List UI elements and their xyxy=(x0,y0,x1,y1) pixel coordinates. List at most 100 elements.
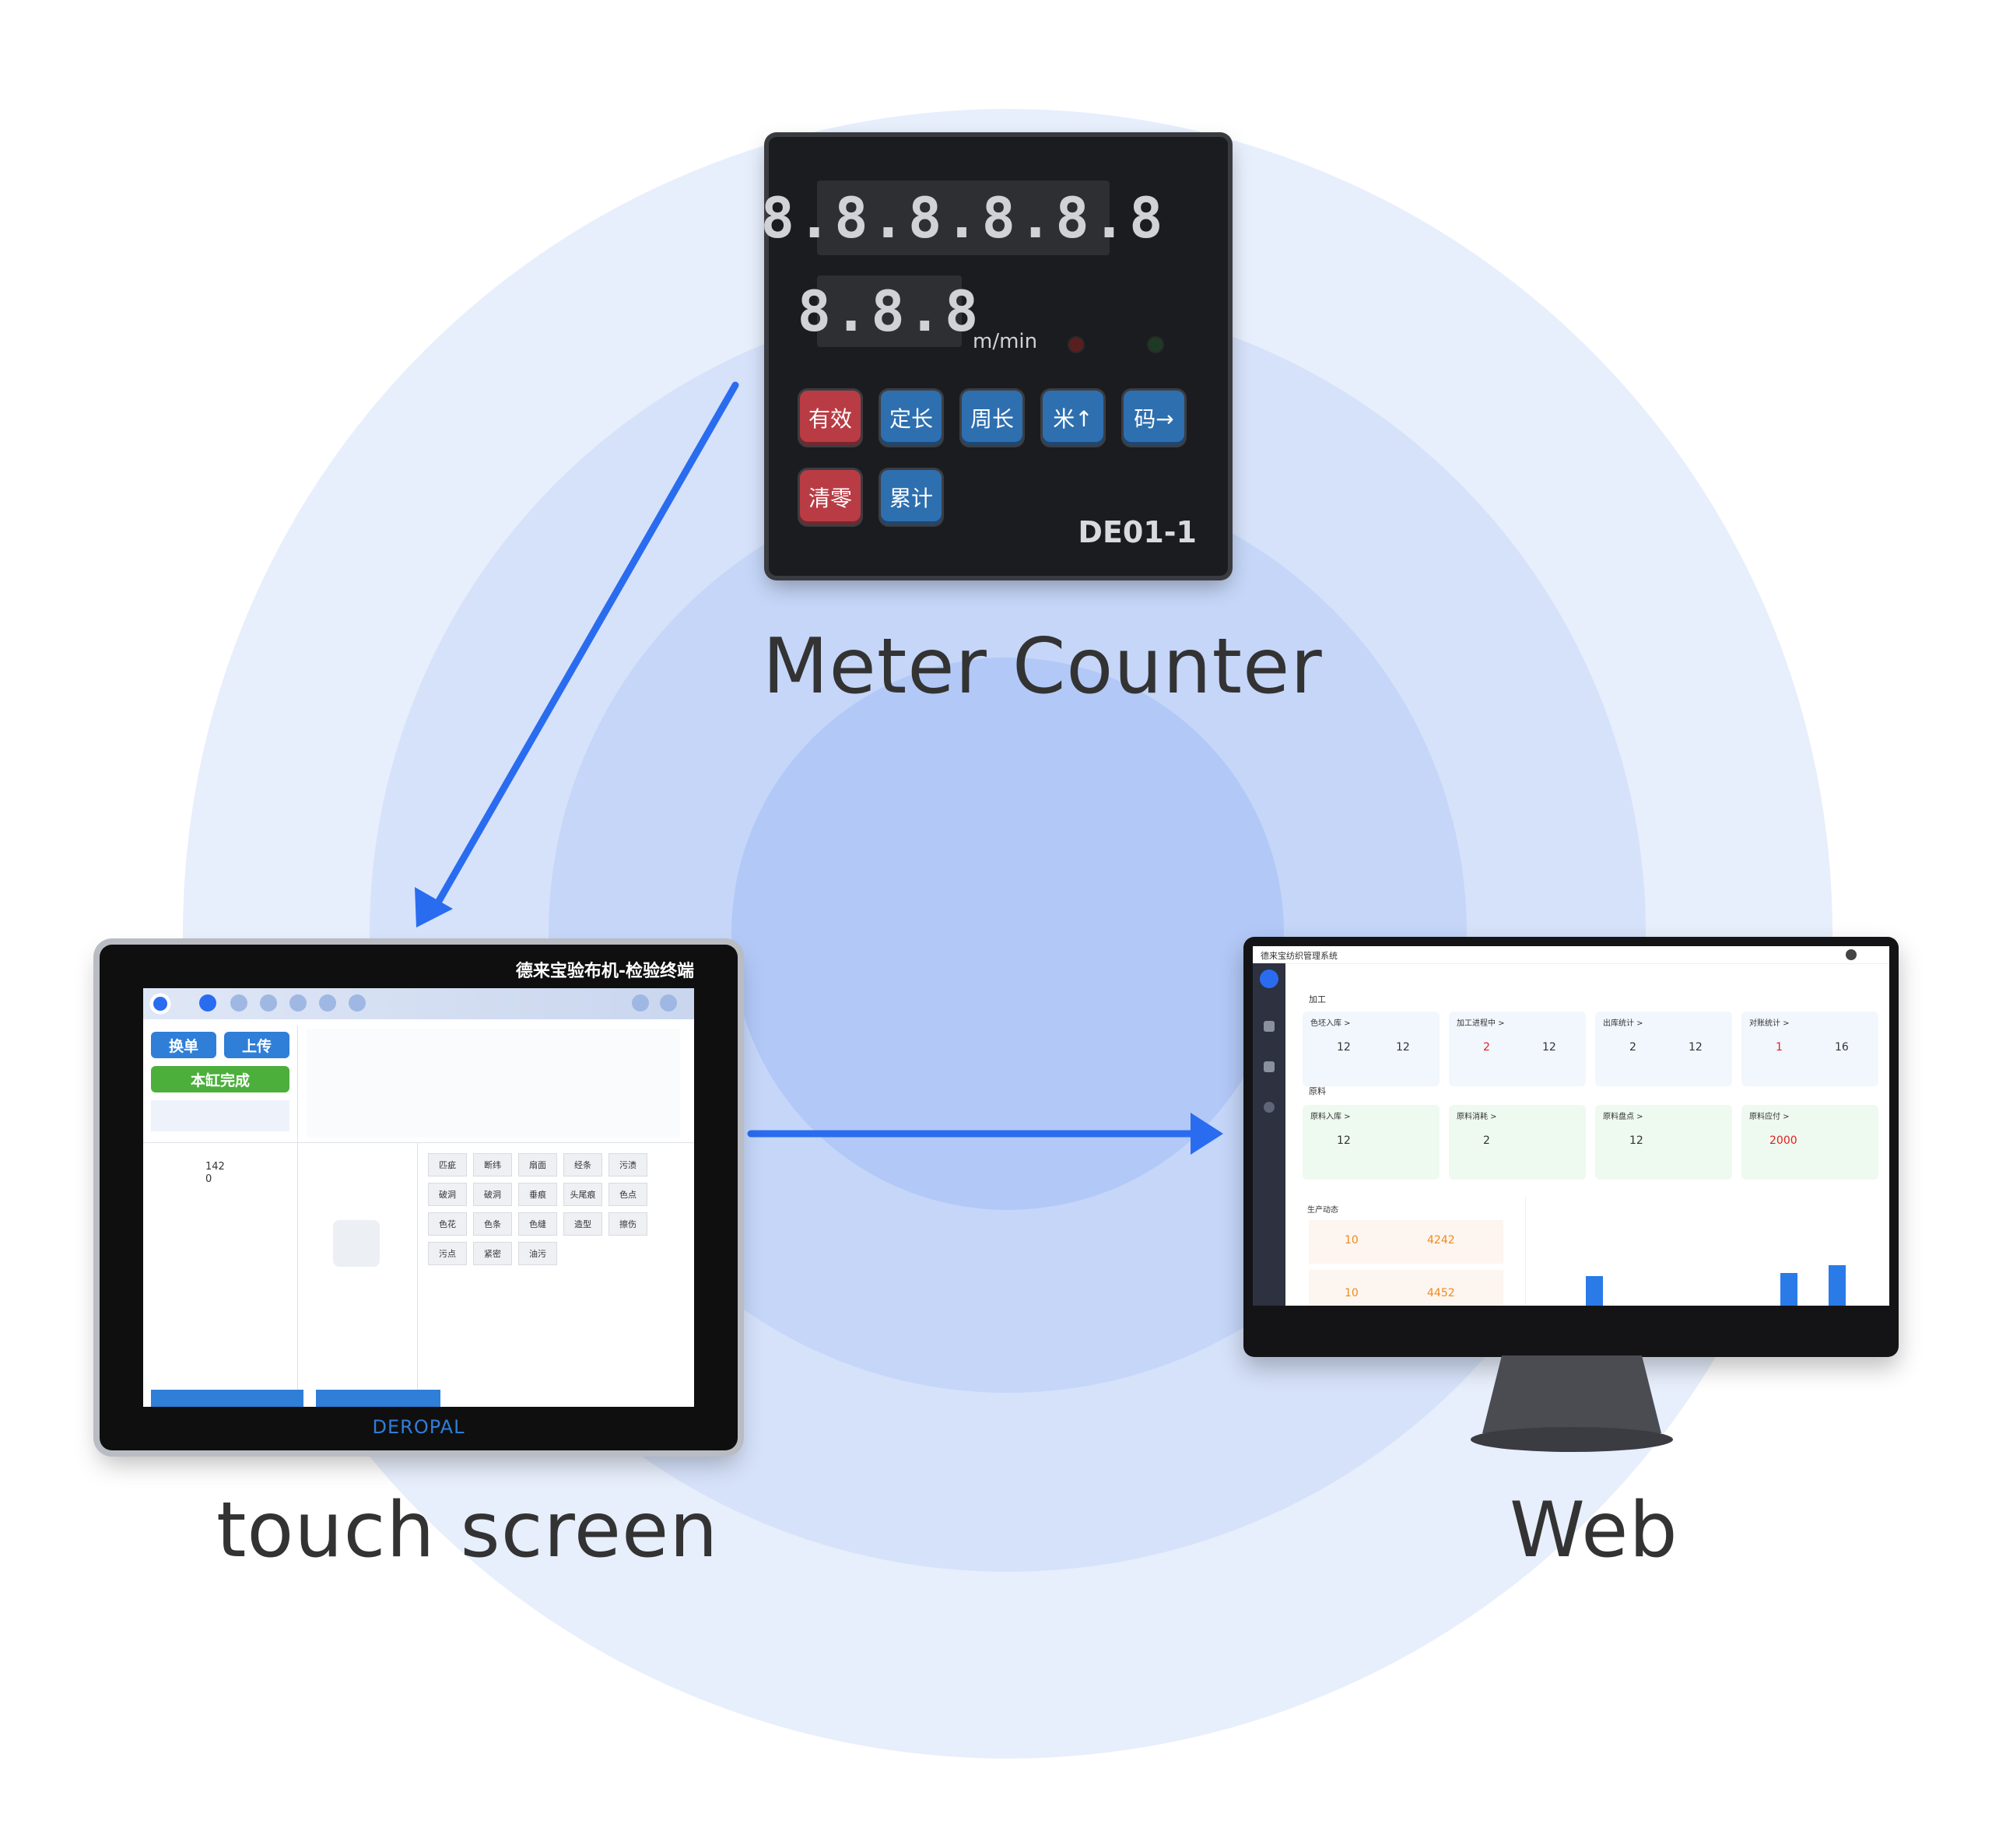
web-card-title: 原料应付 > xyxy=(1749,1113,1790,1121)
meter-button-fixed-length[interactable]: 定长 xyxy=(881,391,942,445)
meter-model-label: DE01-1 xyxy=(1078,515,1197,549)
defect-chip[interactable]: 经条 xyxy=(563,1153,602,1176)
tablet-batch-complete-button[interactable]: 本缸完成 xyxy=(151,1066,289,1092)
tablet-counter-1: 142 xyxy=(205,1161,225,1173)
web-card-title: 出库统计 > xyxy=(1603,1019,1643,1028)
web-card-value: 2 xyxy=(1483,1134,1490,1147)
defect-chip[interactable]: 擦伤 xyxy=(608,1212,647,1236)
defect-chip[interactable]: 紧密 xyxy=(473,1242,512,1265)
meter-button-yard[interactable]: 码→ xyxy=(1124,391,1184,445)
tablet-nav-icon-1[interactable] xyxy=(199,994,216,1012)
tablet-left-divider xyxy=(297,1026,298,1407)
meter-button-perimeter[interactable]: 周长 xyxy=(962,391,1022,445)
tablet-nav-icon-4[interactable] xyxy=(289,994,307,1012)
meter-led-green xyxy=(1149,338,1163,352)
web-sidebar xyxy=(1253,963,1285,1306)
tablet-row-divider xyxy=(143,1142,694,1143)
web-sidebar-logo-icon xyxy=(1260,970,1278,988)
tablet-screen: 换单 上传 本缸完成 142 0 匹疵 断纬 扇面 经条 污渍 破洞 破洞 垂痕… xyxy=(143,988,694,1407)
defect-chip[interactable]: 色点 xyxy=(608,1183,647,1206)
web-topbar xyxy=(1253,946,1889,964)
web-card-value: 12 xyxy=(1396,1041,1410,1054)
web-sidebar-settings-icon[interactable] xyxy=(1264,1102,1275,1113)
tablet-power-icon[interactable] xyxy=(660,994,677,1012)
monitor-screen: 德来宝纺织管理系统 加工 原料 色坯入库 > 12 12 加工进程中 > 2 1… xyxy=(1253,946,1889,1306)
defect-chip[interactable]: 污点 xyxy=(428,1242,467,1265)
web-production-value: 10 xyxy=(1345,1287,1359,1299)
web-card-value: 2 xyxy=(1629,1041,1636,1054)
web-card-value: 12 xyxy=(1337,1134,1351,1147)
meter-button-clear[interactable]: 清零 xyxy=(800,470,861,524)
web-card-material[interactable]: 原料入库 > 12 xyxy=(1303,1105,1440,1180)
tablet-counter-2: 0 xyxy=(205,1173,212,1185)
defect-chip[interactable]: 破洞 xyxy=(428,1183,467,1206)
web-card-value: 12 xyxy=(1689,1041,1703,1054)
meter-counter-device: 8.8.8.8.8.8 8.8.8 m/min 有效 定长 周长 米↑ 码→ 清… xyxy=(761,137,1228,576)
web-sidebar-data-icon[interactable] xyxy=(1264,1061,1275,1072)
defect-chip[interactable]: 造型 xyxy=(563,1212,602,1236)
meter-button-valid[interactable]: 有效 xyxy=(800,391,861,445)
label-web: Web xyxy=(1510,1486,1678,1575)
web-app-title: 德来宝纺织管理系统 xyxy=(1261,951,1338,961)
tablet-change-order-button[interactable]: 换单 xyxy=(151,1032,216,1058)
web-card-value: 12 xyxy=(1629,1134,1643,1147)
defect-chip[interactable]: 色条 xyxy=(473,1212,512,1236)
defect-chip[interactable]: 垂痕 xyxy=(518,1183,557,1206)
web-production-box-1 xyxy=(1309,1220,1503,1264)
web-production-value: 4242 xyxy=(1427,1234,1455,1247)
meter-led-red xyxy=(1069,338,1083,352)
defect-chip[interactable]: 污渍 xyxy=(608,1153,647,1176)
meter-button-accumulate[interactable]: 累计 xyxy=(881,470,942,524)
tablet-refresh-icon[interactable] xyxy=(632,994,649,1012)
defect-chip[interactable]: 色缝 xyxy=(518,1212,557,1236)
meter-button-meter-up[interactable]: 米↑ xyxy=(1043,391,1103,445)
tablet-toolbar xyxy=(143,988,694,1019)
tablet-bottom-button-left[interactable] xyxy=(151,1390,303,1407)
tablet-nav-icon-5[interactable] xyxy=(319,994,336,1012)
web-production-title: 生产动态 xyxy=(1307,1206,1338,1215)
tablet-title: 德来宝验布机-检验终端 xyxy=(515,962,694,981)
web-card-title: 色坯入库 > xyxy=(1310,1019,1351,1028)
web-card-material[interactable]: 原料消耗 > 2 xyxy=(1449,1105,1586,1180)
defect-chip[interactable]: 破洞 xyxy=(473,1183,512,1206)
tablet-bottom-button-middle[interactable] xyxy=(316,1390,440,1407)
web-sidebar-home-icon[interactable] xyxy=(1264,1021,1275,1032)
arrow-meter-to-tablet-line xyxy=(432,381,739,910)
tablet-brand-logo: DEROPAL xyxy=(372,1416,465,1438)
web-card-title: 原料盘点 > xyxy=(1603,1113,1643,1121)
web-production-value: 10 xyxy=(1345,1234,1359,1247)
touch-screen-tablet: 德来宝验布机-检验终端 换单 上传 本缸完成 142 0 匹疵 断纬 扇面 经条… xyxy=(100,945,738,1450)
web-card-material[interactable]: 原料应付 > 2000 xyxy=(1741,1105,1878,1180)
tablet-nav-icon-3[interactable] xyxy=(260,994,277,1012)
web-card-title: 加工进程中 > xyxy=(1457,1019,1505,1028)
tablet-form-panel xyxy=(307,1029,680,1138)
tablet-middle-divider xyxy=(417,1142,418,1407)
tablet-upload-button[interactable]: 上传 xyxy=(224,1032,289,1058)
web-card-process[interactable]: 出库统计 > 2 12 xyxy=(1595,1012,1732,1086)
label-meter-counter: Meter Counter xyxy=(763,622,1323,711)
defect-chip[interactable]: 色花 xyxy=(428,1212,467,1236)
tablet-nav-icon-6[interactable] xyxy=(349,994,366,1012)
tablet-logo-icon xyxy=(149,993,171,1015)
web-user-avatar[interactable] xyxy=(1846,949,1857,960)
defect-chip[interactable]: 断纬 xyxy=(473,1153,512,1176)
web-card-title: 原料消耗 > xyxy=(1457,1113,1497,1121)
web-card-process[interactable]: 色坯入库 > 12 12 xyxy=(1303,1012,1440,1086)
web-card-value: 12 xyxy=(1337,1041,1351,1054)
web-card-process[interactable]: 加工进程中 > 2 12 xyxy=(1449,1012,1586,1086)
web-chart-bar xyxy=(1586,1276,1603,1306)
web-production-box-2 xyxy=(1309,1270,1503,1306)
defect-chip[interactable]: 油污 xyxy=(518,1242,557,1265)
web-card-material[interactable]: 原料盘点 > 12 xyxy=(1595,1105,1732,1180)
label-touch-screen: touch screen xyxy=(216,1486,719,1575)
tablet-empty-box-icon xyxy=(333,1220,380,1267)
tablet-nav-icon-2[interactable] xyxy=(230,994,247,1012)
web-section-material-title: 原料 xyxy=(1309,1086,1326,1096)
web-card-value: 12 xyxy=(1542,1041,1556,1054)
web-card-process[interactable]: 对账统计 > 1 16 xyxy=(1741,1012,1878,1086)
defect-chip[interactable]: 匹疵 xyxy=(428,1153,467,1176)
web-chart-bar xyxy=(1780,1273,1797,1306)
defect-chip[interactable]: 扇面 xyxy=(518,1153,557,1176)
defect-chip[interactable]: 头尾痕 xyxy=(563,1183,602,1206)
